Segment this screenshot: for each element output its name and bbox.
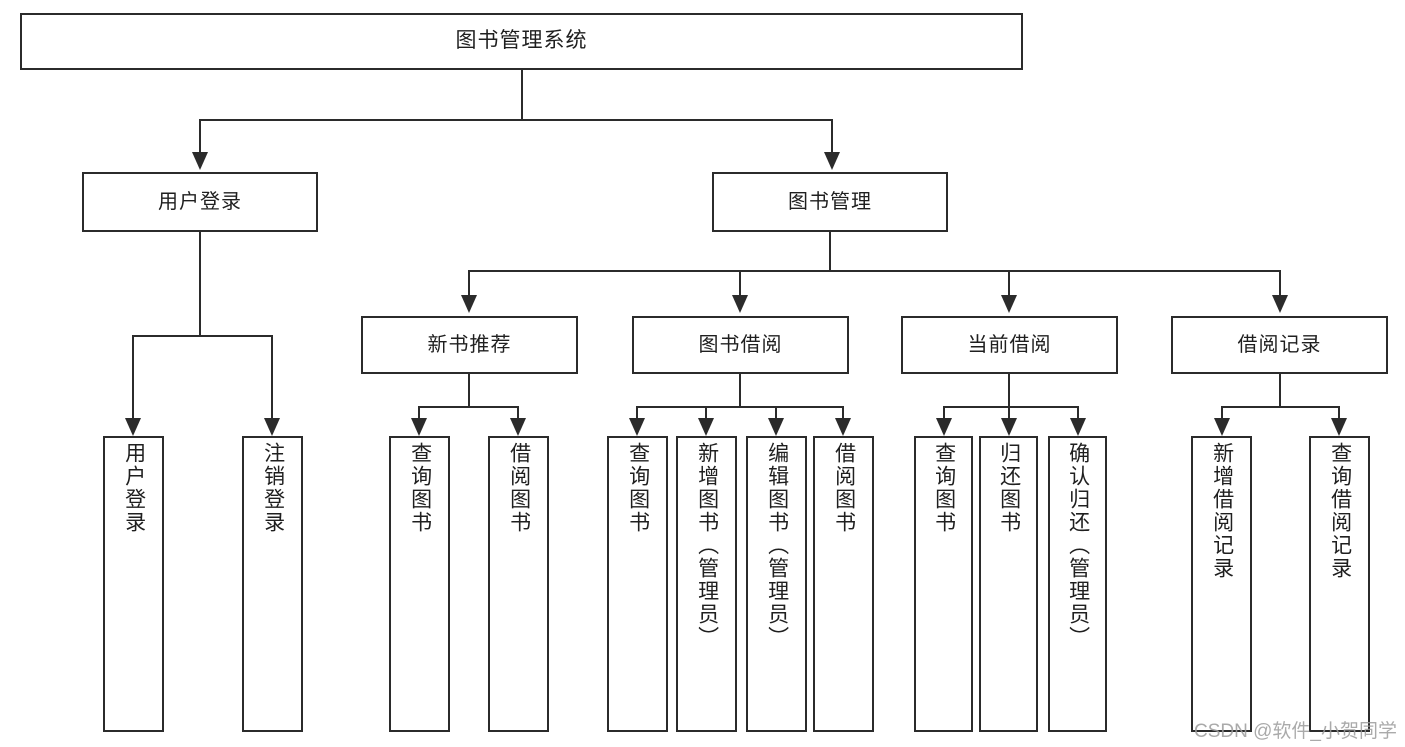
connector-newbook-to-leaf1 bbox=[418, 406, 420, 419]
node-label: 查询借阅记录 bbox=[1328, 442, 1352, 580]
leaf-query-borrow-record[interactable]: 查询借阅记录 bbox=[1309, 436, 1370, 732]
arrowhead-bookmgmt-to-borrow bbox=[732, 295, 748, 313]
connector-bookmgmt-bar bbox=[468, 270, 1281, 272]
node-label: 用户登录 bbox=[158, 190, 242, 213]
arrowhead-bookborrow-to-leaf3 bbox=[768, 418, 784, 436]
arrowhead-borrowrecord-to-leaf1 bbox=[1214, 418, 1230, 436]
arrowhead-currentborrow-to-leaf2 bbox=[1001, 418, 1017, 436]
connector-newbook-stem bbox=[468, 374, 470, 407]
node-label: 编辑图书（管理员） bbox=[765, 442, 789, 649]
connector-bookborrow-stem bbox=[739, 374, 741, 407]
arrowhead-bookmgmt-to-new bbox=[461, 295, 477, 313]
leaf-user-login[interactable]: 用户登录 bbox=[103, 436, 164, 732]
connector-bookborrow-bar bbox=[636, 406, 844, 408]
leaf-return-book[interactable]: 归还图书 bbox=[979, 436, 1038, 732]
leaf-edit-book-admin[interactable]: 编辑图书（管理员） bbox=[746, 436, 807, 732]
node-label: 新增图书（管理员） bbox=[695, 442, 719, 649]
node-user-login[interactable]: 用户登录 bbox=[82, 172, 318, 232]
arrowhead-newbook-to-leaf1 bbox=[411, 418, 427, 436]
connector-bookborrow-to-leaf2 bbox=[705, 406, 707, 419]
arrowhead-newbook-to-leaf2 bbox=[510, 418, 526, 436]
connector-currentborrow-to-leaf3 bbox=[1077, 406, 1079, 419]
arrowhead-bookborrow-to-leaf1 bbox=[629, 418, 645, 436]
connector-borrowrecord-stem bbox=[1279, 374, 1281, 407]
connector-userlogin-bar bbox=[132, 335, 273, 337]
connector-borrowrecord-to-leaf2 bbox=[1338, 406, 1340, 419]
connector-userlogin-to-leaf1 bbox=[132, 335, 134, 419]
arrowhead-userlogin-to-leaf1 bbox=[125, 418, 141, 436]
connector-root-to-bookmgmt bbox=[831, 119, 833, 153]
arrowhead-bookborrow-to-leaf4 bbox=[835, 418, 851, 436]
arrowhead-currentborrow-to-leaf1 bbox=[936, 418, 952, 436]
leaf-query-book-recommend[interactable]: 查询图书 bbox=[389, 436, 450, 732]
arrowhead-borrowrecord-to-leaf2 bbox=[1331, 418, 1347, 436]
connector-userlogin-stem bbox=[199, 232, 201, 336]
arrowhead-currentborrow-to-leaf3 bbox=[1070, 418, 1086, 436]
node-root-system[interactable]: 图书管理系统 bbox=[20, 13, 1023, 70]
connector-newbook-bar bbox=[418, 406, 519, 408]
leaf-add-borrow-record[interactable]: 新增借阅记录 bbox=[1191, 436, 1252, 732]
connector-root-to-userlogin bbox=[199, 119, 201, 153]
node-book-management[interactable]: 图书管理 bbox=[712, 172, 948, 232]
node-label: 查询图书 bbox=[932, 442, 956, 534]
watermark-text: CSDN @软件_小贺同学 bbox=[1194, 721, 1397, 742]
connector-bookmgmt-to-new bbox=[468, 270, 470, 296]
node-book-borrow[interactable]: 图书借阅 bbox=[632, 316, 849, 374]
leaf-borrow-book-recommend[interactable]: 借阅图书 bbox=[488, 436, 549, 732]
connector-root-stem bbox=[521, 70, 523, 120]
arrowhead-bookmgmt-to-record bbox=[1272, 295, 1288, 313]
leaf-query-book-current[interactable]: 查询图书 bbox=[914, 436, 973, 732]
node-label: 确认归还（管理员） bbox=[1066, 442, 1090, 649]
node-label: 借阅图书 bbox=[832, 442, 856, 534]
connector-bookborrow-to-leaf1 bbox=[636, 406, 638, 419]
node-label: 查询图书 bbox=[626, 442, 650, 534]
arrowhead-bookmgmt-to-current bbox=[1001, 295, 1017, 313]
leaf-add-book-admin[interactable]: 新增图书（管理员） bbox=[676, 436, 737, 732]
arrowhead-bookborrow-to-leaf2 bbox=[698, 418, 714, 436]
connector-bookborrow-to-leaf4 bbox=[842, 406, 844, 419]
node-label: 图书管理 bbox=[788, 190, 872, 213]
arrowhead-root-to-bookmgmt bbox=[824, 152, 840, 170]
leaf-logout[interactable]: 注销登录 bbox=[242, 436, 303, 732]
node-label: 借阅图书 bbox=[507, 442, 531, 534]
leaf-query-book[interactable]: 查询图书 bbox=[607, 436, 668, 732]
connector-borrowrecord-bar bbox=[1221, 406, 1340, 408]
connector-bookmgmt-to-borrow bbox=[739, 270, 741, 296]
connector-userlogin-to-leaf2 bbox=[271, 335, 273, 419]
arrowhead-root-to-userlogin bbox=[192, 152, 208, 170]
node-label: 查询图书 bbox=[408, 442, 432, 534]
connector-bookmgmt-to-current bbox=[1008, 270, 1010, 296]
connector-bookmgmt-to-record bbox=[1279, 270, 1281, 296]
connector-borrowrecord-to-leaf1 bbox=[1221, 406, 1223, 419]
node-borrow-record[interactable]: 借阅记录 bbox=[1171, 316, 1388, 374]
node-label: 新书推荐 bbox=[427, 333, 512, 356]
node-label: 借阅记录 bbox=[1237, 333, 1322, 356]
connector-currentborrow-stem bbox=[1008, 374, 1010, 407]
node-new-book-recommend[interactable]: 新书推荐 bbox=[361, 316, 578, 374]
connector-currentborrow-to-leaf2 bbox=[1008, 406, 1010, 419]
node-label: 图书管理系统 bbox=[455, 29, 588, 53]
connector-newbook-to-leaf2 bbox=[517, 406, 519, 419]
connector-bookmgmt-stem bbox=[829, 232, 831, 271]
node-label: 图书借阅 bbox=[698, 333, 783, 356]
connector-currentborrow-bar bbox=[943, 406, 1079, 408]
connector-bookborrow-to-leaf3 bbox=[775, 406, 777, 419]
connector-currentborrow-to-leaf1 bbox=[943, 406, 945, 419]
node-label: 注销登录 bbox=[261, 442, 285, 534]
node-label: 当前借阅 bbox=[967, 333, 1052, 356]
leaf-confirm-return-admin[interactable]: 确认归还（管理员） bbox=[1048, 436, 1107, 732]
leaf-borrow-book[interactable]: 借阅图书 bbox=[813, 436, 874, 732]
node-label: 归还图书 bbox=[997, 442, 1021, 534]
arrowhead-userlogin-to-leaf2 bbox=[264, 418, 280, 436]
node-label: 新增借阅记录 bbox=[1210, 442, 1234, 580]
node-current-borrow[interactable]: 当前借阅 bbox=[901, 316, 1118, 374]
node-label: 用户登录 bbox=[122, 442, 146, 534]
connector-root-bar bbox=[199, 119, 833, 121]
